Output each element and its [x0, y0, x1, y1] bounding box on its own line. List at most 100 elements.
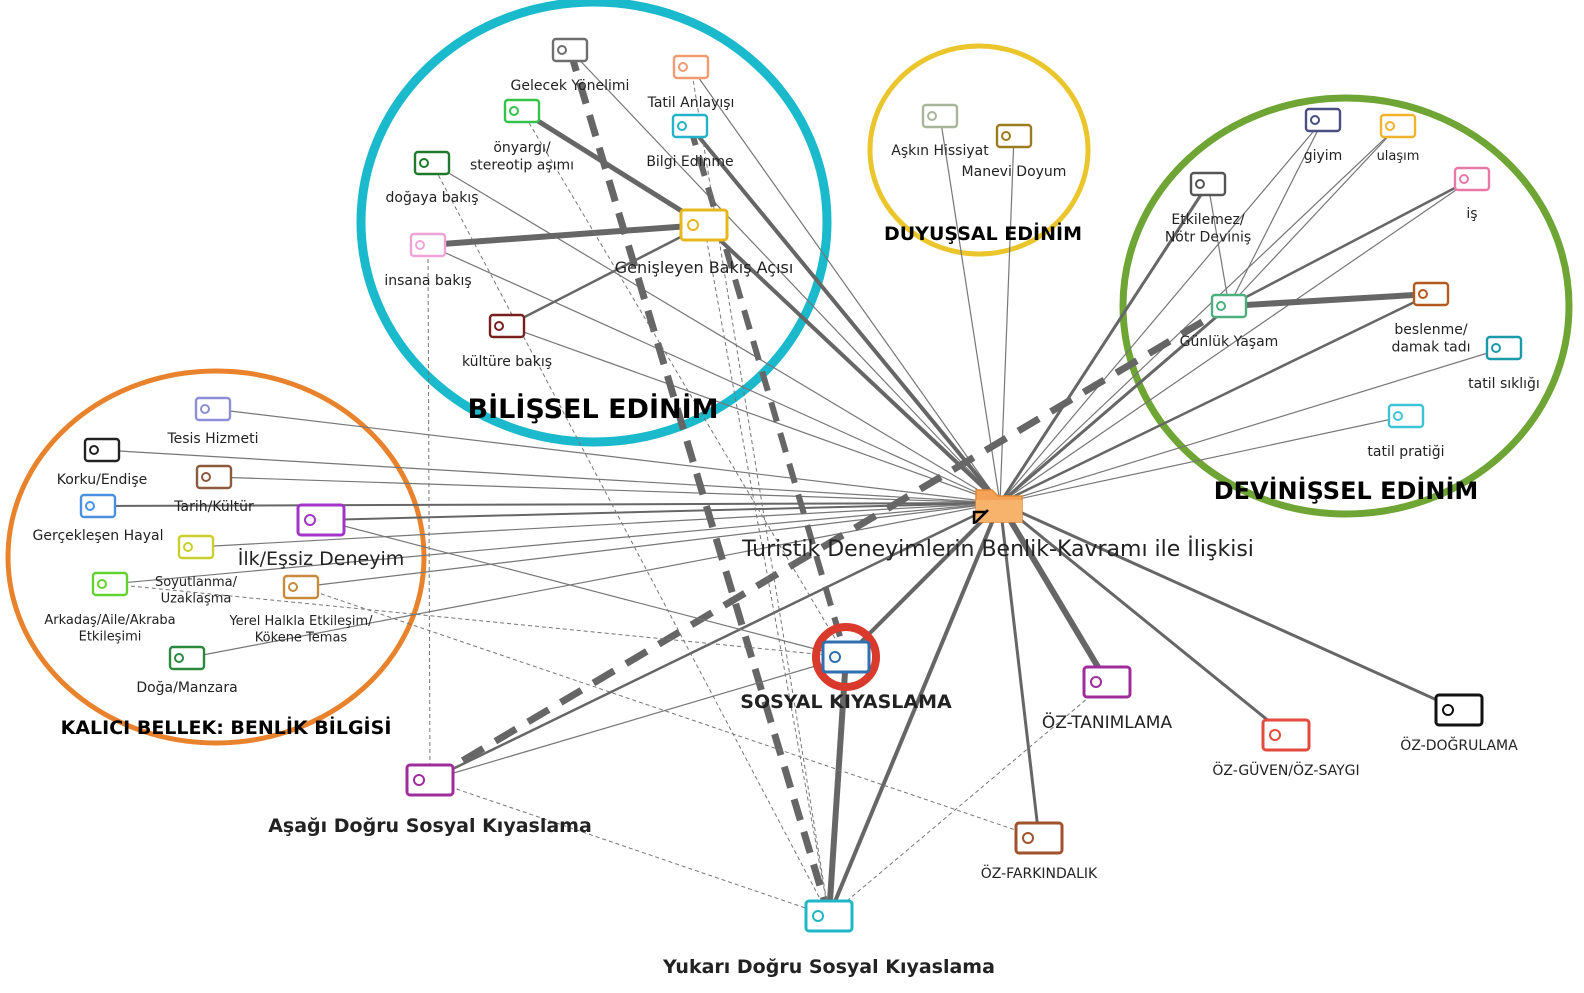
- code-tag-icon[interactable]: [672, 54, 710, 80]
- code-tag-icon[interactable]: [488, 313, 526, 339]
- code-tag-icon[interactable]: [1304, 107, 1342, 133]
- code-tag-icon[interactable]: [91, 571, 129, 597]
- label-manevi: Manevi Doyum: [962, 164, 1067, 180]
- edge-tatil_anlayisi-C: [690, 66, 1001, 504]
- edge-etkilemez-gunluk: [1207, 183, 1230, 307]
- edge-yukari-C: [827, 502, 1002, 917]
- code-tag-icon[interactable]: [1412, 281, 1450, 307]
- label-etkilemez: Etkilemez/Nötr Deviniş: [1165, 212, 1251, 246]
- label-gelecek: Gelecek Yönelimi: [511, 78, 630, 94]
- code-tag-icon[interactable]: [1485, 335, 1523, 361]
- code-tag-icon[interactable]: [194, 396, 232, 422]
- label-soyutlanma: Soyutlanma/Uzaklaşma: [155, 575, 238, 606]
- label-onyargi: önyargı/stereotip aşımı: [470, 140, 574, 174]
- code-tag-icon[interactable]: [503, 98, 541, 124]
- edge-yerel-C: [300, 502, 1001, 588]
- ring-duyussal: [867, 43, 1091, 257]
- code-tag-icon[interactable]: [296, 503, 346, 537]
- code-tag-icon[interactable]: [1453, 166, 1491, 192]
- code-tag-icon[interactable]: [1379, 113, 1417, 139]
- edge-arkadas-sosyal: [109, 583, 847, 658]
- code-tag-icon[interactable]: [821, 640, 871, 674]
- code-tag-icon[interactable]: [79, 493, 117, 519]
- code-tag-icon[interactable]: [195, 464, 233, 490]
- label-sosyal: SOSYAL KIYASLAMA: [740, 691, 952, 713]
- edge-gunluk-beslenme: [1228, 291, 1432, 309]
- group-title-kalici: KALICI BELLEK: BENLİK BİLGİSİ: [61, 715, 392, 739]
- code-tag-icon[interactable]: [1210, 293, 1248, 319]
- label-korku: Korku/Endişe: [57, 472, 147, 488]
- code-tag-icon[interactable]: [1014, 821, 1064, 855]
- edge-beslenme-C: [999, 292, 1432, 505]
- group-rings: [5, 0, 1573, 746]
- edge-genisleyen-yukari: [703, 224, 830, 917]
- code-tag-icon[interactable]: [804, 899, 854, 933]
- label-bilgi_edinme: Bilgi Edinme: [646, 154, 733, 170]
- label-tarih: Tarih/Kültür: [173, 499, 254, 515]
- code-tag-icon[interactable]: [679, 208, 729, 242]
- central-node[interactable]: Turistik Deneyimlerin Benlik-Kavramı ile…: [741, 489, 1254, 562]
- label-askin: Aşkın Hissiyat: [891, 143, 989, 159]
- edge-oz_tanimlama-yukari: [828, 681, 1108, 917]
- label-oz_farkindalik: ÖZ-FARKINDALIK: [981, 864, 1098, 882]
- label-tatil_pratigi: tatil pratiği: [1367, 444, 1444, 460]
- label-beslenme: beslenme/damak tadı: [1391, 322, 1470, 356]
- label-is: iş: [1466, 206, 1477, 222]
- edge-dogaya_bakis-C: [431, 162, 1001, 504]
- edge-etkilemez-C: [998, 183, 1210, 504]
- code-tag-icon[interactable]: [671, 113, 709, 139]
- label-yerel: Yerel Halkla Etkileşim/Kökene Temas: [228, 614, 373, 645]
- relationship-edges: [97, 48, 1505, 918]
- code-tag-icon[interactable]: [1082, 665, 1132, 699]
- label-oz_dogrulama: ÖZ-DOĞRULAMA: [1400, 736, 1518, 754]
- code-tag-icon[interactable]: [177, 534, 215, 560]
- code-tag-icon[interactable]: [921, 103, 959, 129]
- edge-ulasim-gunluk: [1228, 125, 1399, 307]
- code-tag-icon[interactable]: [413, 150, 451, 176]
- label-oz_tanimlama: ÖZ-TANIMLAMA: [1042, 711, 1173, 733]
- edge-ulasim-C: [999, 125, 1399, 504]
- edge-tesis-C: [212, 408, 1001, 504]
- label-gerceklesen: Gerçekleşen Hayal: [33, 528, 164, 544]
- code-tag-icon[interactable]: [1434, 693, 1484, 727]
- code-nodes: [79, 37, 1523, 933]
- code-tag-icon[interactable]: [1261, 718, 1311, 752]
- edge-bilgi_edinme-sosyal: [687, 125, 849, 658]
- edge-insana_bakis-C: [427, 244, 1001, 504]
- edge-tarih-C: [213, 476, 1001, 504]
- code-tag-icon[interactable]: [995, 123, 1033, 149]
- edge-asagi-gunluk: [428, 302, 1231, 784]
- edge-sosyal-C: [844, 501, 1002, 659]
- code-tag-icon[interactable]: [409, 232, 447, 258]
- edge-kulture_bakis-C: [506, 325, 1001, 504]
- edge-gelecek-C: [569, 49, 1001, 504]
- label-dogaya_bakis: doğaya bakış: [386, 190, 479, 206]
- edge-gerceklesen-C: [97, 502, 1001, 507]
- edge-askin-C: [939, 115, 1001, 504]
- ring-kalici: [5, 368, 427, 746]
- label-ulasim: ulaşım: [1377, 149, 1420, 164]
- edge-onyargi-sosyal: [521, 110, 847, 658]
- edge-soyutlanma-C: [195, 502, 1001, 548]
- group-title-devinissel: DEVİNİŞSEL EDİNİM: [1214, 476, 1479, 505]
- label-giyim: giyim: [1304, 148, 1343, 164]
- code-tag-icon[interactable]: [1387, 403, 1425, 429]
- code-tag-icon[interactable]: [168, 645, 206, 671]
- label-oz_guven: ÖZ-GÜVEN/ÖZ-SAYGI: [1212, 761, 1359, 779]
- label-doga: Doğa/Manzara: [136, 680, 237, 696]
- edge-kulture_bakis-genisleyen: [506, 223, 705, 328]
- code-tag-icon[interactable]: [405, 763, 455, 797]
- label-tesis: Tesis Hizmeti: [166, 431, 258, 447]
- code-tag-icon[interactable]: [282, 574, 320, 600]
- code-tag-icon[interactable]: [1189, 171, 1227, 197]
- label-tatil_anlayisi: Tatil Anlayışı: [647, 95, 735, 111]
- ring-bilissel: [356, 0, 832, 447]
- edge-gelecek-yukari: [566, 48, 833, 918]
- ring-devinissel: [1119, 94, 1573, 518]
- group-title-bilissel: BİLİŞSEL EDİNİM: [467, 393, 718, 425]
- code-tag-icon[interactable]: [551, 37, 589, 63]
- folder-shortcut-icon[interactable]: [972, 489, 1023, 524]
- edge-insana_bakis-genisleyen: [427, 222, 705, 248]
- code-tag-icon[interactable]: [83, 437, 121, 463]
